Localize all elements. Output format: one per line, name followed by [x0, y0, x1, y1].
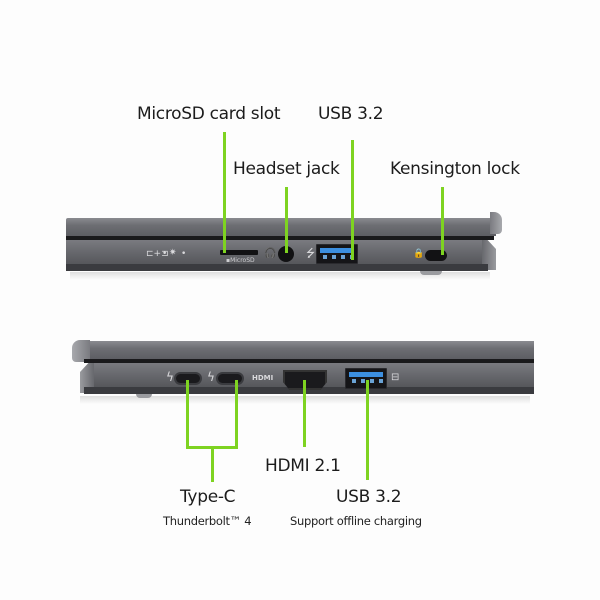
battery-led-icon: ⊏+⊐	[146, 249, 169, 259]
power-led-icon: ✷	[169, 248, 177, 258]
callout-line-hdmi	[303, 380, 306, 447]
label-kensington: Kensington lock	[390, 159, 520, 179]
label-usb-bottom-sub: Support offline charging	[290, 514, 422, 528]
laptop-lid	[66, 218, 496, 236]
base-edge	[482, 240, 496, 270]
base-bottom	[66, 264, 488, 271]
label-usb-bottom: USB 3.2	[336, 487, 402, 507]
callout-line-typec-2	[235, 380, 238, 449]
base-edge	[80, 363, 94, 393]
callout-line-usb-bottom	[366, 380, 369, 480]
lock-icon: 🔒	[413, 249, 425, 259]
lid-edge	[490, 212, 502, 234]
hdmi-print: HDMI	[252, 374, 274, 382]
laptop-base	[66, 240, 486, 264]
kensington-slot	[425, 250, 447, 261]
shadow	[70, 272, 490, 280]
headset-icon: 🎧	[264, 248, 277, 259]
label-headset: Headset jack	[233, 159, 340, 179]
label-microsd: MicroSD card slot	[137, 104, 281, 124]
callout-line-kensington	[441, 187, 444, 255]
thunderbolt-icon: ϟ	[166, 370, 174, 384]
base-bottom	[84, 387, 534, 394]
laptop-lid	[82, 341, 534, 359]
callout-line-usb-top	[351, 140, 354, 260]
rubber-foot	[420, 271, 442, 275]
hinge-seam	[84, 359, 534, 363]
thunderbolt-icon: ϟ	[207, 370, 215, 384]
callout-line-microsd	[223, 132, 226, 253]
usb-charge-icon: ⊟	[391, 372, 400, 383]
label-typec: Type-C	[180, 487, 236, 507]
callout-line-typec-1	[186, 380, 189, 449]
microsd-slot	[220, 250, 258, 255]
microsd-print: ▪MicroSD	[226, 257, 255, 264]
callout-line-headset	[285, 187, 288, 253]
headset-jack	[278, 246, 294, 262]
hinge-seam	[66, 236, 494, 240]
label-usb-top: USB 3.2	[318, 104, 384, 124]
typec-port-2	[216, 372, 244, 385]
rubber-foot	[136, 394, 152, 398]
usb-icon: ⭍	[306, 247, 316, 260]
led-dot-icon: •	[181, 249, 187, 259]
callout-line-typec-stem	[211, 446, 214, 482]
label-typec-sub: Thunderbolt™ 4	[163, 514, 252, 528]
led-dot-icon: •	[162, 249, 168, 259]
label-hdmi: HDMI 2.1	[265, 456, 341, 476]
lid-edge	[72, 340, 90, 362]
